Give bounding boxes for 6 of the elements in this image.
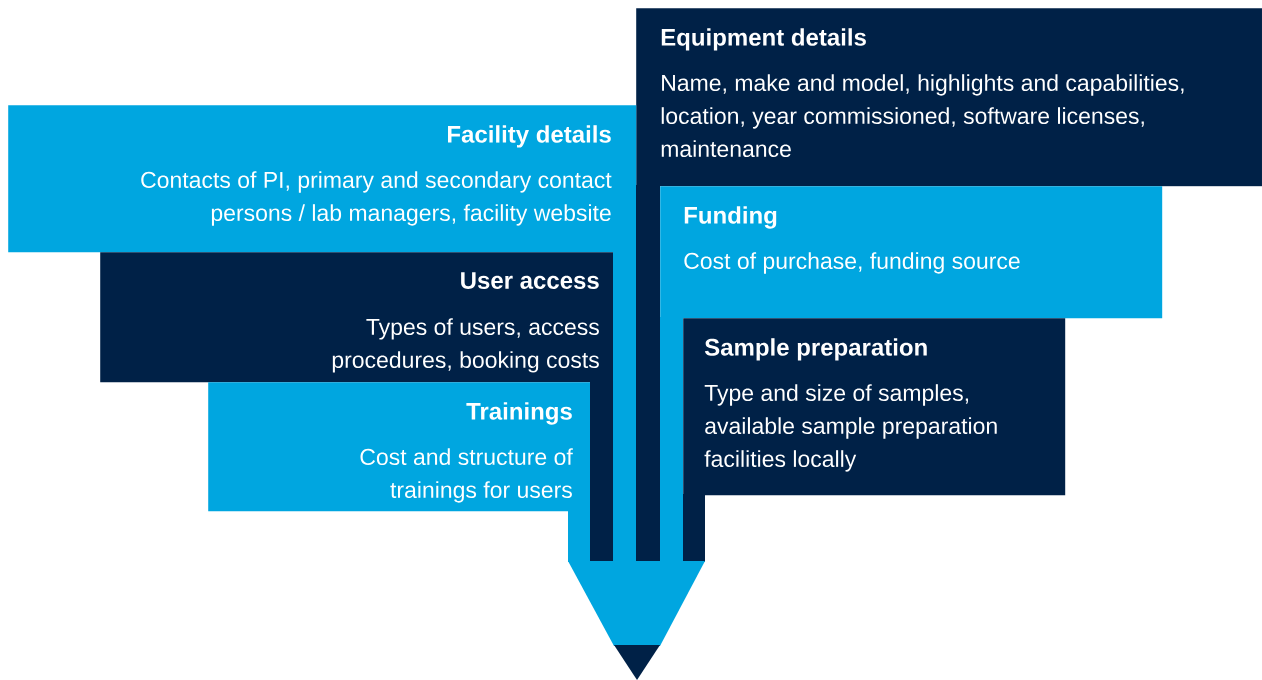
process-box: User access Types of users, access procedures, booking costs (100, 252, 614, 383)
process-box: Funding Cost of purchase, funding source (660, 186, 1163, 319)
process-box: Equipment details Name, make and model, highlights and capabilities, location, year commissioned, software licenses, maintenance (636, 8, 1262, 187)
process-box: Facility details Contacts of PI, primary and secondary contact persons / lab managers, facility website (8, 105, 637, 253)
process-box: Sample preparation Type and size of samples, available sample preparation facilities locally (683, 318, 1066, 496)
process-box: Trainings Cost and structure of trainings for users (208, 382, 591, 512)
